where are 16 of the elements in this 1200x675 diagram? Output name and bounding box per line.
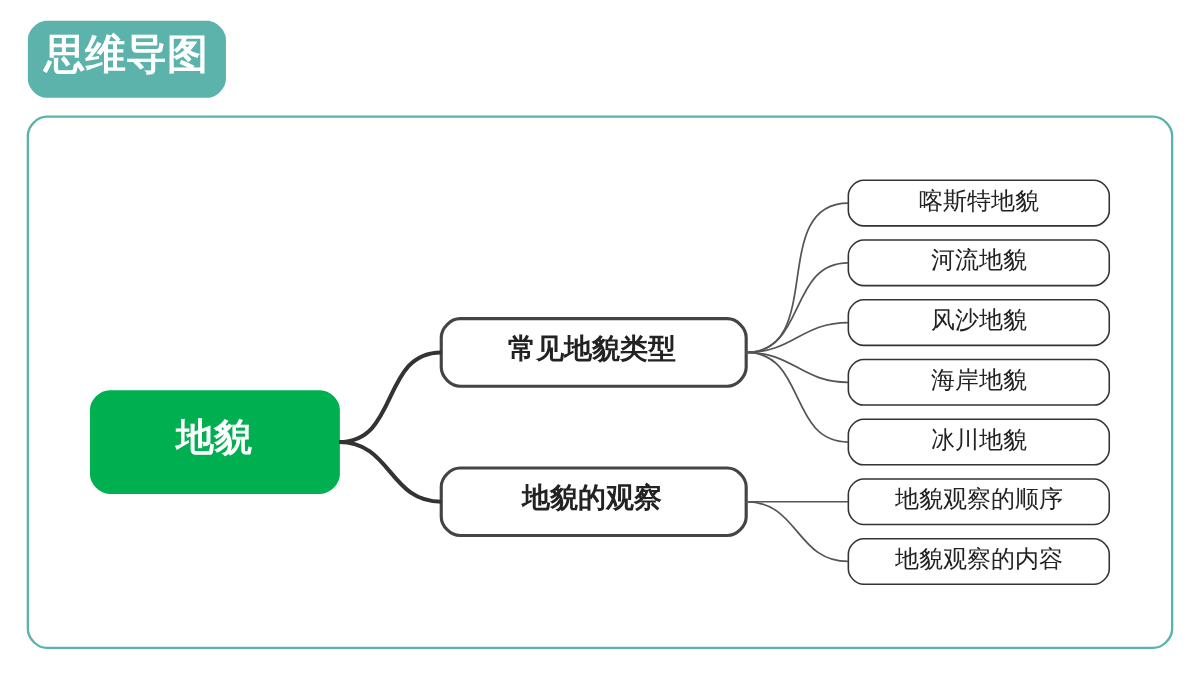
node-box: 海岸地貌 — [847, 358, 1111, 406]
node-box: 常见地貌类型 — [439, 317, 748, 388]
node-box: 地貌观察的内容 — [847, 537, 1111, 586]
node-box: 地貌的观察 — [439, 466, 748, 538]
node-box: 地貌 — [89, 390, 340, 494]
cluster — [26, 115, 1174, 650]
node-box: 冰川地貌 — [847, 418, 1111, 466]
connector — [338, 350, 442, 445]
connector — [745, 500, 850, 563]
node-box: 风沙地貌 — [847, 299, 1111, 347]
connector — [745, 202, 850, 354]
node-box: 地貌观察的顺序 — [847, 478, 1111, 526]
node-box: 河流地貌 — [847, 239, 1111, 287]
diagram-title: 思维导图 — [43, 30, 208, 79]
node-box: 喀斯特地貌 — [847, 179, 1111, 227]
connector — [745, 500, 850, 503]
